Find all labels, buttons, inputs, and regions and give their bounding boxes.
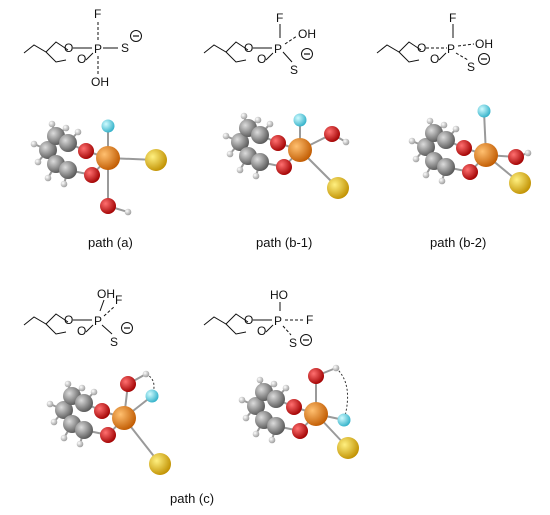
- ring-oxygen-label: O: [417, 41, 426, 55]
- structure-b1: O O P F OH S: [203, 11, 316, 77]
- model-c1: [45, 370, 171, 475]
- phosphorus-label: P: [274, 314, 282, 328]
- hydroxyl-label: OH: [97, 287, 115, 301]
- ring-oxygen-label: O: [257, 52, 266, 66]
- ring-oxygen-label: O: [77, 52, 86, 66]
- structure-c2: O O P HO F S: [203, 288, 313, 350]
- ring-oxygen-label: O: [64, 313, 73, 327]
- ring-oxygen-label: O: [77, 324, 86, 338]
- ring-oxygen-label: O: [257, 324, 266, 338]
- phosphorus-label: P: [447, 42, 455, 56]
- model-b2: [407, 104, 532, 194]
- structure-a: O O P F S OH: [23, 7, 143, 89]
- fluorine-label: F: [276, 11, 283, 25]
- caption-path-b2: path (b-2): [430, 235, 486, 250]
- hydroxyl-label: HO: [270, 288, 288, 302]
- phosphorus-label: P: [274, 42, 282, 56]
- ring-oxygen-label: O: [244, 313, 253, 327]
- sulfur-label: S: [467, 60, 475, 74]
- ring-oxygen-label: O: [430, 52, 439, 66]
- caption-path-a: path (a): [88, 235, 133, 250]
- phosphorus-label: P: [94, 42, 102, 56]
- fluorine-label: F: [115, 293, 122, 307]
- model-a: [29, 119, 167, 216]
- hydroxyl-label: OH: [298, 27, 316, 41]
- caption-path-b1: path (b-1): [256, 235, 312, 250]
- model-c2: [237, 364, 359, 459]
- ring-oxygen-label: O: [64, 41, 73, 55]
- ring-oxygen-label: O: [244, 41, 253, 55]
- fluorine-label: F: [94, 7, 101, 21]
- sulfur-label: S: [110, 335, 118, 349]
- fluorine-label: F: [449, 11, 456, 25]
- hydroxyl-label: OH: [91, 75, 109, 89]
- fluorine-label: F: [306, 313, 313, 327]
- sulfur-label: S: [121, 41, 129, 55]
- model-b1: [221, 111, 350, 199]
- sulfur-label: S: [290, 63, 298, 77]
- phosphorus-label: P: [94, 314, 102, 328]
- structure-c1: O O P OH F S: [23, 287, 134, 349]
- structure-b2: O O P F OH S: [376, 11, 493, 74]
- caption-path-c: path (c): [170, 491, 214, 506]
- sulfur-label: S: [289, 336, 297, 350]
- hydroxyl-label: OH: [475, 37, 493, 51]
